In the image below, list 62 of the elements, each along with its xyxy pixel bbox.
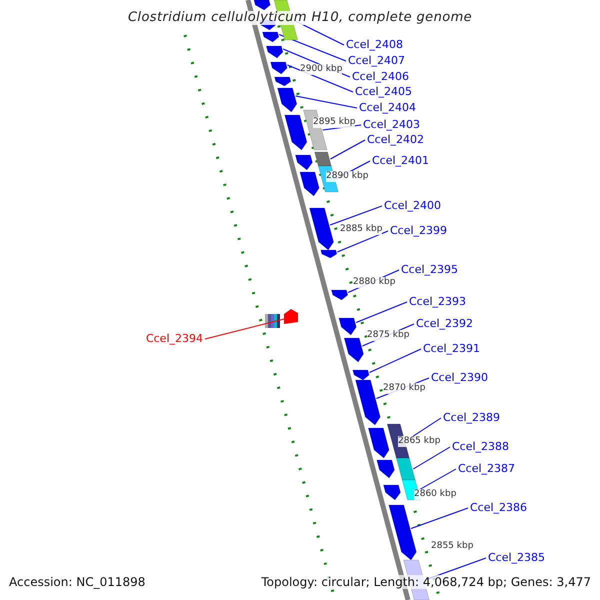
gene-label: Ccel_2401 <box>372 154 430 168</box>
accession-text: Accession: NC_011898 <box>9 575 146 589</box>
leader-line <box>278 34 346 62</box>
gene-feature <box>284 114 308 150</box>
scale-label: 2895 kbp <box>313 117 356 128</box>
gene-label: Ccel_2405 <box>355 85 412 99</box>
gene-feature <box>383 484 401 500</box>
gene-feature <box>314 152 332 166</box>
gene-feature <box>262 32 280 42</box>
scale-label: 2890 kbp <box>326 171 368 182</box>
gene-label: Ccel_2388 <box>452 440 510 454</box>
gene-feature <box>396 458 416 480</box>
gene-label: Ccel_2395 <box>401 263 458 277</box>
gene-feature <box>388 504 417 560</box>
gene-feature <box>376 460 395 478</box>
gene-feature <box>368 428 390 458</box>
gene-label: Ccel_2392 <box>416 317 474 331</box>
scale-label: 2860 kbp <box>414 489 456 500</box>
gene-feature <box>284 309 298 324</box>
leader-line <box>330 206 382 226</box>
gene-feature <box>295 154 313 170</box>
gene-label: Ccel_2400 <box>384 199 442 213</box>
scale-label: 2855 kbp <box>431 541 474 552</box>
title: Clostridium cellulolyticum H10, complete genome <box>128 11 472 25</box>
scale-label: 2865 kbp <box>398 436 440 447</box>
scale-label: 2880 kbp <box>353 277 396 288</box>
gene-feature <box>300 172 320 196</box>
gene-label: Ccel_2390 <box>431 371 488 385</box>
leader-line <box>368 348 422 373</box>
gene-feature <box>344 338 364 362</box>
gene-label: Ccel_2408 <box>346 38 404 52</box>
gene-label: Ccel_2406 <box>352 70 410 84</box>
gene-label: Ccel_2386 <box>470 501 528 515</box>
gene-feature <box>266 46 284 58</box>
gene-label: Ccel_2391 <box>423 342 480 356</box>
leader-line <box>330 140 366 160</box>
leader-line <box>412 446 450 470</box>
gene-label: Ccel_2385 <box>488 551 546 565</box>
leader-line <box>418 468 456 490</box>
scale-label: 2875 kbp <box>367 330 410 341</box>
leader-line <box>295 96 358 108</box>
gene-feature <box>270 62 288 74</box>
gene-label: Ccel_2387 <box>458 462 516 476</box>
gene-label: Ccel_2394 <box>146 332 203 346</box>
leader-line <box>410 508 468 529</box>
genome-info-text: Topology: circular; Length: 4,068,724 bp; Genes: 3,477 <box>261 575 591 589</box>
scale-label: 2900 kbp <box>300 64 342 75</box>
leader-line <box>336 230 388 252</box>
gene-feature <box>338 318 357 336</box>
gene-feature <box>320 250 338 258</box>
gene-label: Ccel_2407 <box>348 54 406 68</box>
scale-label: 2885 kbp <box>340 224 382 235</box>
gene-label: Ccel_2389 <box>443 411 500 425</box>
scale-label: 2870 kbp <box>383 383 426 394</box>
leader-line <box>204 318 284 340</box>
gene-label: Ccel_2402 <box>367 133 424 147</box>
gene-feature <box>331 290 348 300</box>
gene-label: Ccel_2393 <box>409 295 466 309</box>
leader-line <box>356 302 408 323</box>
gene-label: Ccel_2399 <box>390 224 448 238</box>
gene-label: Ccel_2404 <box>359 101 416 115</box>
gene-label: Ccel_2403 <box>363 118 420 132</box>
